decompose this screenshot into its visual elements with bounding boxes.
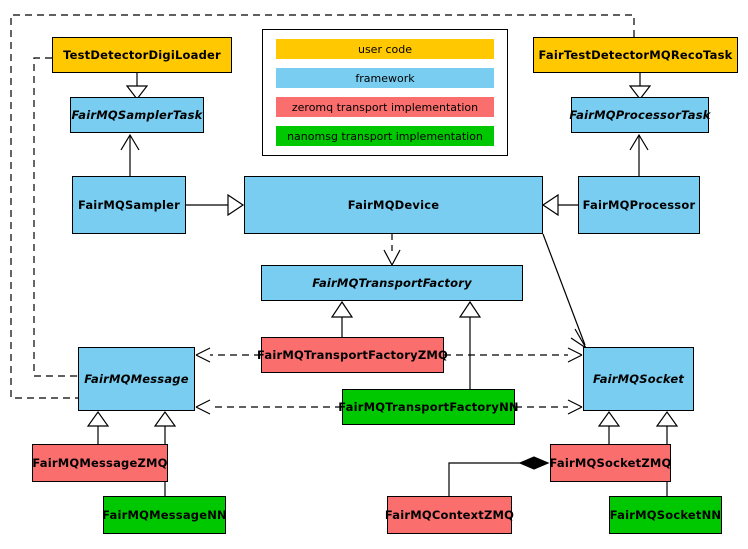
class-node-fairmqsampler[interactable]: FairMQSampler <box>72 176 186 234</box>
class-node-label: FairMQMessage <box>84 371 189 386</box>
class-node-fairmqsocketzmq[interactable]: FairMQSocketZMQ <box>550 444 671 482</box>
class-node-label: FairMQDevice <box>347 197 440 212</box>
legend-item-user-code: user code <box>276 39 494 59</box>
class-node-fairmqtransportfactory[interactable]: FairMQTransportFactory <box>261 265 523 301</box>
generalization-sampler-device <box>186 193 245 217</box>
legend-label-user-code: user code <box>357 42 413 56</box>
class-node-fairmqtransportfactorynn[interactable]: FairMQTransportFactoryNN <box>338 389 519 425</box>
class-node-fairmqmessage[interactable]: FairMQMessage <box>78 347 195 411</box>
composition-contextzmq-socketzmq <box>448 456 550 496</box>
legend-label-nanomsg: nanomsg transport implementation <box>287 129 483 143</box>
class-node-fairmqsocketnn[interactable]: FairMQSocketNN <box>609 496 722 534</box>
class-node-fairmqsocket[interactable]: FairMQSocket <box>583 347 694 411</box>
class-node-fairmqprocessortask[interactable]: FairMQProcessorTask <box>569 97 711 133</box>
dependency-transportfactorynn-message <box>195 399 342 415</box>
generalization-digiloader-samplertask <box>125 73 149 100</box>
class-node-label: FairTestDetectorMQRecoTask <box>538 47 733 62</box>
legend-label-zeromq: zeromq transport implementation <box>291 100 479 114</box>
class-node-fairmqdevice[interactable]: FairMQDevice <box>244 176 543 234</box>
dependency-digiloader-to-message <box>33 57 90 377</box>
class-node-label: TestDetectorDigiLoader <box>63 47 221 62</box>
legend-item-zeromq: zeromq transport implementation <box>276 97 494 117</box>
class-node-fairmqcontextzmq[interactable]: FairMQContextZMQ <box>384 496 515 534</box>
class-node-label: FairMQProcessor <box>582 197 696 212</box>
dependency-recotask-to-message <box>10 14 635 399</box>
class-node-label: FairMQMessageNN <box>102 507 227 522</box>
class-node-label: FairMQTransportFactory <box>312 275 472 290</box>
class-node-testdetectordigiloader[interactable]: TestDetectorDigiLoader <box>52 37 232 73</box>
class-node-label: FairMQSocketNN <box>609 507 722 522</box>
generalization-socketzmq-socket <box>597 410 621 444</box>
legend-item-framework: framework <box>276 68 494 88</box>
class-node-label: FairMQTransportFactoryZMQ <box>257 347 449 362</box>
dependency-transportfactorynn-socket <box>515 399 583 415</box>
class-node-fairmqprocessor[interactable]: FairMQProcessor <box>578 176 700 234</box>
generalization-recotask-processortask <box>628 73 652 100</box>
class-node-fairmqtransportfactoryzmq[interactable]: FairMQTransportFactoryZMQ <box>257 337 448 373</box>
legend-panel: user code framework zeromq transport imp… <box>262 29 508 156</box>
generalization-transportfactoryzmq-transportfactory <box>330 300 354 337</box>
dependency-device-transportfactory <box>383 234 401 267</box>
legend-label-framework: framework <box>355 71 415 85</box>
class-node-fairmqsamplertask[interactable]: FairMQSamplerTask <box>70 97 204 133</box>
generalization-processor-device <box>541 193 578 217</box>
association-device-socket <box>542 233 587 349</box>
generalization-transportfactorynn-transportfactory <box>458 300 482 389</box>
class-node-label: FairMQSocketZMQ <box>549 455 672 470</box>
class-node-label: FairMQContextZMQ <box>384 507 515 522</box>
class-node-label: FairMQProcessorTask <box>569 107 711 122</box>
class-node-fairmqmessagezmq[interactable]: FairMQMessageZMQ <box>32 444 168 482</box>
class-node-fairtestdetectormqrecotask[interactable]: FairTestDetectorMQRecoTask <box>533 37 738 73</box>
class-node-label: FairMQSocket <box>592 371 685 386</box>
class-node-label: FairMQMessageZMQ <box>32 455 168 470</box>
association-sampler-samplertask <box>120 133 140 176</box>
dependency-transportfactoryzmq-message <box>195 347 261 363</box>
class-node-label: FairMQSamplerTask <box>71 107 203 122</box>
dependency-transportfactoryzmq-socket <box>444 347 583 363</box>
generalization-messagezmq-message <box>86 410 110 444</box>
class-node-label: FairMQSampler <box>77 197 181 212</box>
association-processor-processortask <box>629 133 649 176</box>
legend-item-nanomsg: nanomsg transport implementation <box>276 126 494 146</box>
class-node-label: FairMQTransportFactoryNN <box>338 399 519 414</box>
class-node-fairmqmessagenn[interactable]: FairMQMessageNN <box>102 496 227 534</box>
